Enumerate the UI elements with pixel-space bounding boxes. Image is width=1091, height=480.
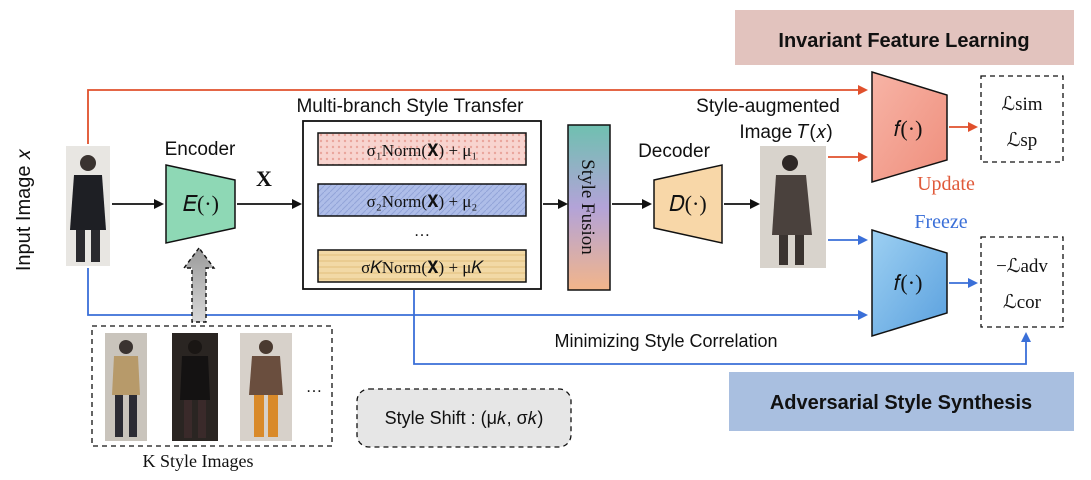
bottom-loss-box [980, 236, 1064, 328]
invariant-feature-learning-label: Invariant Feature Learning [778, 30, 1029, 52]
style-images-to-encoder-arrow [182, 246, 216, 323]
top-loss-box [980, 75, 1064, 163]
style-image-1 [105, 333, 147, 441]
style-shift-label: Style Shift : (μ𝑘, σ𝑘) [385, 408, 544, 428]
input-person-image [66, 146, 110, 266]
minimizing-style-correlation-label: Minimizing Style Correlation [554, 331, 777, 351]
top-loss-1: ℒsim [1001, 94, 1042, 115]
top-network-symbol: 𝑓(·) [894, 116, 923, 141]
top-network-block [871, 70, 948, 184]
adversarial-style-synthesis-label: Adversarial Style Synthesis [770, 392, 1032, 414]
decoder-block [653, 164, 723, 244]
style-fusion-block [567, 124, 611, 291]
arrow-input-to-bottom-network [87, 268, 868, 320]
augmented-caption-line-2: Image 𝑇(𝑥) [739, 122, 832, 143]
bottom-network-symbol: 𝑓(·) [894, 270, 923, 295]
branch-k-box [317, 249, 527, 283]
branch-ellipsis: … [414, 223, 430, 240]
style-image-3 [240, 333, 292, 441]
top-network-status: Update [917, 173, 975, 195]
arrow-input-to-top-network [87, 85, 868, 144]
style-images-caption: K Style Images [143, 451, 254, 471]
style-shift-box [356, 388, 572, 448]
branch-1-box [317, 132, 527, 166]
style-images-ellipsis: … [306, 379, 322, 396]
feature-symbol: X [256, 166, 272, 191]
bottom-network-status: Freeze [914, 211, 967, 233]
augmented-person-image [760, 146, 826, 268]
adversarial-style-synthesis-box [729, 372, 1074, 431]
bottom-loss-2: ℒcor [1003, 292, 1042, 313]
encoder-block [165, 164, 236, 244]
branch-1-label: σ₁Norm(𝐗) + μ₁ [367, 141, 478, 160]
encoder-symbol: 𝐸(·) [183, 191, 219, 216]
arrow-style-correlation-feedback [413, 290, 1031, 365]
branch-k-label: σ𝐾Norm(𝐗) + μ𝐾 [361, 258, 484, 277]
encoder-caption: Encoder [165, 139, 236, 160]
branch-2-box [317, 183, 527, 217]
invariant-feature-learning-box [735, 10, 1074, 65]
style-image-2 [172, 333, 218, 441]
bottom-loss-1: −ℒadv [996, 256, 1048, 277]
top-loss-2: ℒsp [1007, 130, 1038, 151]
decoder-caption: Decoder [638, 141, 710, 162]
input-image-label: Input Image 𝑥 [13, 148, 35, 271]
style-fusion-label: Style Fusion [577, 159, 598, 255]
augmented-caption-line-1: Style-augmented [696, 96, 840, 117]
bottom-network-block [871, 228, 948, 338]
branch-2-label: σ₂Norm(𝐗) + μ₂ [367, 192, 478, 211]
style-transfer-title: Multi-branch Style Transfer [296, 96, 524, 117]
decoder-symbol: 𝐷(·) [669, 191, 706, 216]
